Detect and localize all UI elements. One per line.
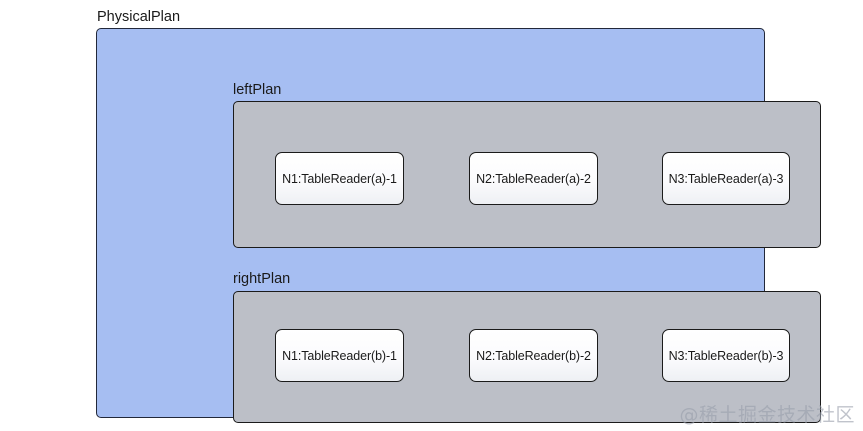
node-box: N2:TableReader(b)-2: [469, 329, 598, 382]
node-box: N3:TableReader(b)-3: [662, 329, 790, 382]
node-box: N3:TableReader(a)-3: [662, 152, 790, 205]
node-box: N2:TableReader(a)-2: [469, 152, 598, 205]
node-label: N2:TableReader(b)-2: [476, 348, 591, 363]
node-box: N1:TableReader(a)-1: [275, 152, 404, 205]
node-label: N1:TableReader(a)-1: [282, 171, 397, 186]
node-label: N3:TableReader(a)-3: [668, 171, 784, 186]
node-label: N2:TableReader(a)-2: [476, 171, 591, 186]
physicalplan-group-label: PhysicalPlan: [97, 9, 181, 25]
node-box: N1:TableReader(b)-1: [275, 329, 404, 382]
rightplan-group-label: rightPlan: [233, 271, 291, 287]
physicalplan-group-box: leftPlan N1:TableReader(a)-1 N2:TableRea…: [96, 28, 821, 423]
node-label: N1:TableReader(b)-1: [282, 348, 397, 363]
node-label: N3:TableReader(b)-3: [668, 348, 784, 363]
leftplan-group-label: leftPlan: [233, 82, 282, 98]
